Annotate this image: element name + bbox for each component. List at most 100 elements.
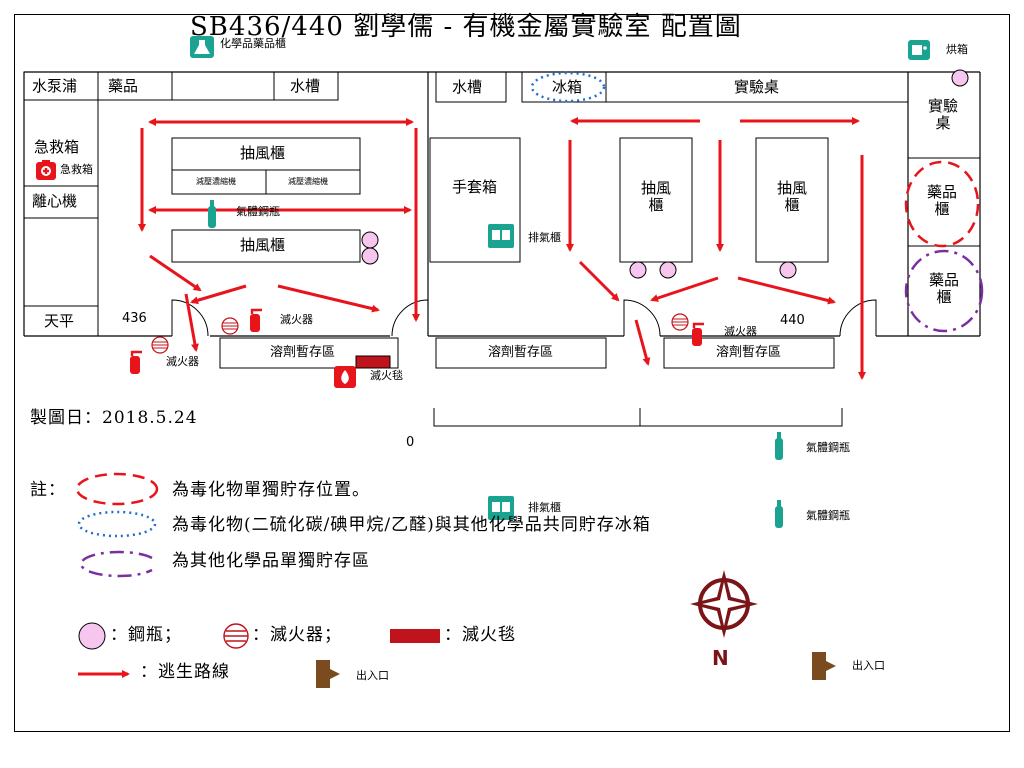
right-room-furniture	[429, 137, 829, 263]
first-aid-label: 急救箱	[34, 138, 80, 156]
fire-blanket-icon	[334, 366, 356, 388]
oven-icon	[908, 40, 930, 60]
fume-hood-1-label: 抽風櫃	[240, 144, 286, 162]
escape-arrow	[634, 319, 651, 366]
toxic-single-storage-marker	[904, 160, 980, 248]
room-440-label: 440	[780, 313, 805, 328]
gas-cylinder-icon	[775, 500, 783, 528]
scale-zero-label: 0	[406, 435, 415, 450]
escape-routes	[138, 117, 866, 380]
doors	[171, 299, 877, 337]
extinguisher-3-label: 滅火器	[724, 325, 757, 338]
fire-blanket-marker	[355, 355, 391, 369]
solvent-storage	[219, 337, 835, 369]
scale-bar	[433, 408, 843, 427]
escape-arrow	[578, 260, 620, 302]
escape-arrow	[737, 276, 836, 305]
fire-extinguisher-icon	[692, 322, 704, 346]
escape-arrow	[184, 293, 199, 352]
gas-cylinder-center-label: 氣體鋼瓶	[236, 205, 280, 218]
extinguisher-symbol	[151, 336, 169, 354]
legend-toxic-single-symbol	[75, 472, 159, 506]
reagent-cabinet-red-label: 藥品櫃	[926, 183, 957, 219]
gas-cylinder-icon	[775, 432, 783, 460]
water-pump-label: 水泵浦	[32, 77, 78, 95]
extinguisher-2-label: 滅火器	[166, 355, 199, 368]
extinguisher-symbol	[221, 317, 239, 335]
exit-icon	[316, 660, 340, 688]
legend-exhaust-label: 排氣櫃	[528, 501, 561, 514]
legend-other-storage-symbol	[79, 550, 153, 578]
extinguisher-symbol	[671, 313, 689, 331]
extinguisher-1-label: 滅火器	[280, 313, 313, 326]
legend-toxic-single-text: 為毒化物單獨貯存位置。	[172, 480, 370, 500]
escape-arrow	[277, 284, 380, 313]
legend-other-single-text: 為其他化學品單獨貯存區	[172, 551, 370, 571]
page-frame	[14, 14, 1010, 732]
cylinder-circle	[361, 247, 379, 265]
legend-toxic-shared-symbol	[77, 510, 157, 538]
fridge-label: 冰箱	[552, 78, 583, 96]
right-top-row	[435, 71, 909, 103]
exhaust-hood-icon	[488, 496, 514, 520]
gas-cylinders	[361, 69, 969, 279]
cylinder-circle	[659, 261, 677, 279]
escape-arrow	[190, 284, 247, 305]
legend-blanket-symbol	[390, 629, 440, 643]
chem-cabinet-label: 化學品藥品櫃	[220, 37, 286, 50]
fridge-shared-storage-marker	[530, 71, 606, 103]
exit-icon	[812, 652, 836, 680]
extinguisher-symbols	[151, 313, 689, 354]
cylinder-circle	[779, 261, 797, 279]
reagent-cabinet-purple-label: 藥品櫃	[928, 271, 959, 307]
exhaust-hood-icon	[488, 224, 514, 248]
other-chemicals-storage-marker	[904, 249, 984, 333]
legend-note-prefix: 註：	[30, 480, 66, 500]
fume-hood-3-label: 抽風櫃	[640, 179, 671, 215]
first-aid-icon-label: 急救箱	[60, 163, 93, 176]
escape-arrow	[650, 276, 719, 302]
centrifuge-label: 離心機	[32, 192, 78, 210]
solvent-storage-2-label: 溶劑暫存區	[488, 345, 554, 360]
legend-extinguisher-symbol	[223, 623, 249, 649]
fire-blanket-label: 滅火毯	[370, 369, 403, 382]
fume-hood-4-label: 抽風櫃	[776, 179, 807, 215]
rotary-evaporator-2-label: 減壓濃縮機	[288, 177, 328, 186]
fire-extinguisher-icon	[130, 350, 142, 374]
exit-2-label: 出入口	[852, 659, 885, 672]
solvent-storage-1-label: 溶劑暫存區	[270, 345, 336, 360]
reagents-label: 藥品	[108, 77, 139, 95]
page-title: SB436/440 劉學儒 - 有機金屬實驗室 配置圖	[190, 12, 742, 42]
legend-cylinder-text: ：鋼瓶；	[110, 625, 182, 645]
first-aid-icon	[36, 160, 56, 180]
left-room-furniture	[171, 137, 361, 263]
balance-label: 天平	[44, 312, 75, 330]
lab-bench-right-label: 實驗桌	[928, 97, 959, 133]
sink-left-label: 水槽	[290, 77, 321, 95]
cylinder-circle	[951, 69, 969, 87]
legend-escape-text: ：逃生路線	[140, 662, 230, 682]
legend-blanket-text: ：滅火毯	[444, 625, 516, 645]
legend-gas-cylinder-1-label: 氣體鋼瓶	[806, 441, 850, 454]
compass-rose	[690, 570, 758, 638]
sink-right-label: 水槽	[452, 78, 483, 96]
rotary-evaporator-1-label: 減壓濃縮機	[196, 177, 236, 186]
room-436-label: 436	[122, 311, 147, 326]
fume-hood-2-label: 抽風櫃	[240, 236, 286, 254]
legend-gas-cylinder-2-label: 氣體鋼瓶	[806, 509, 850, 522]
cylinder-circle	[629, 261, 647, 279]
exit-1-label: 出入口	[356, 669, 389, 682]
gas-cylinder-icon	[208, 200, 216, 228]
fire-extinguisher-icon	[250, 308, 262, 332]
glove-box-label: 手套箱	[452, 178, 498, 196]
flask-icon	[190, 36, 214, 58]
cylinder-circle	[361, 231, 379, 249]
lab-bench-top-label: 實驗桌	[734, 78, 780, 96]
left-column	[23, 71, 339, 336]
escape-arrow	[149, 254, 202, 292]
legend-extinguisher-text: ：滅火器；	[252, 625, 342, 645]
solvent-storage-3-label: 溶劑暫存區	[716, 345, 782, 360]
drawing-date: 製圖日：2018.5.24	[30, 408, 198, 428]
oven-label: 烘箱	[946, 43, 968, 56]
